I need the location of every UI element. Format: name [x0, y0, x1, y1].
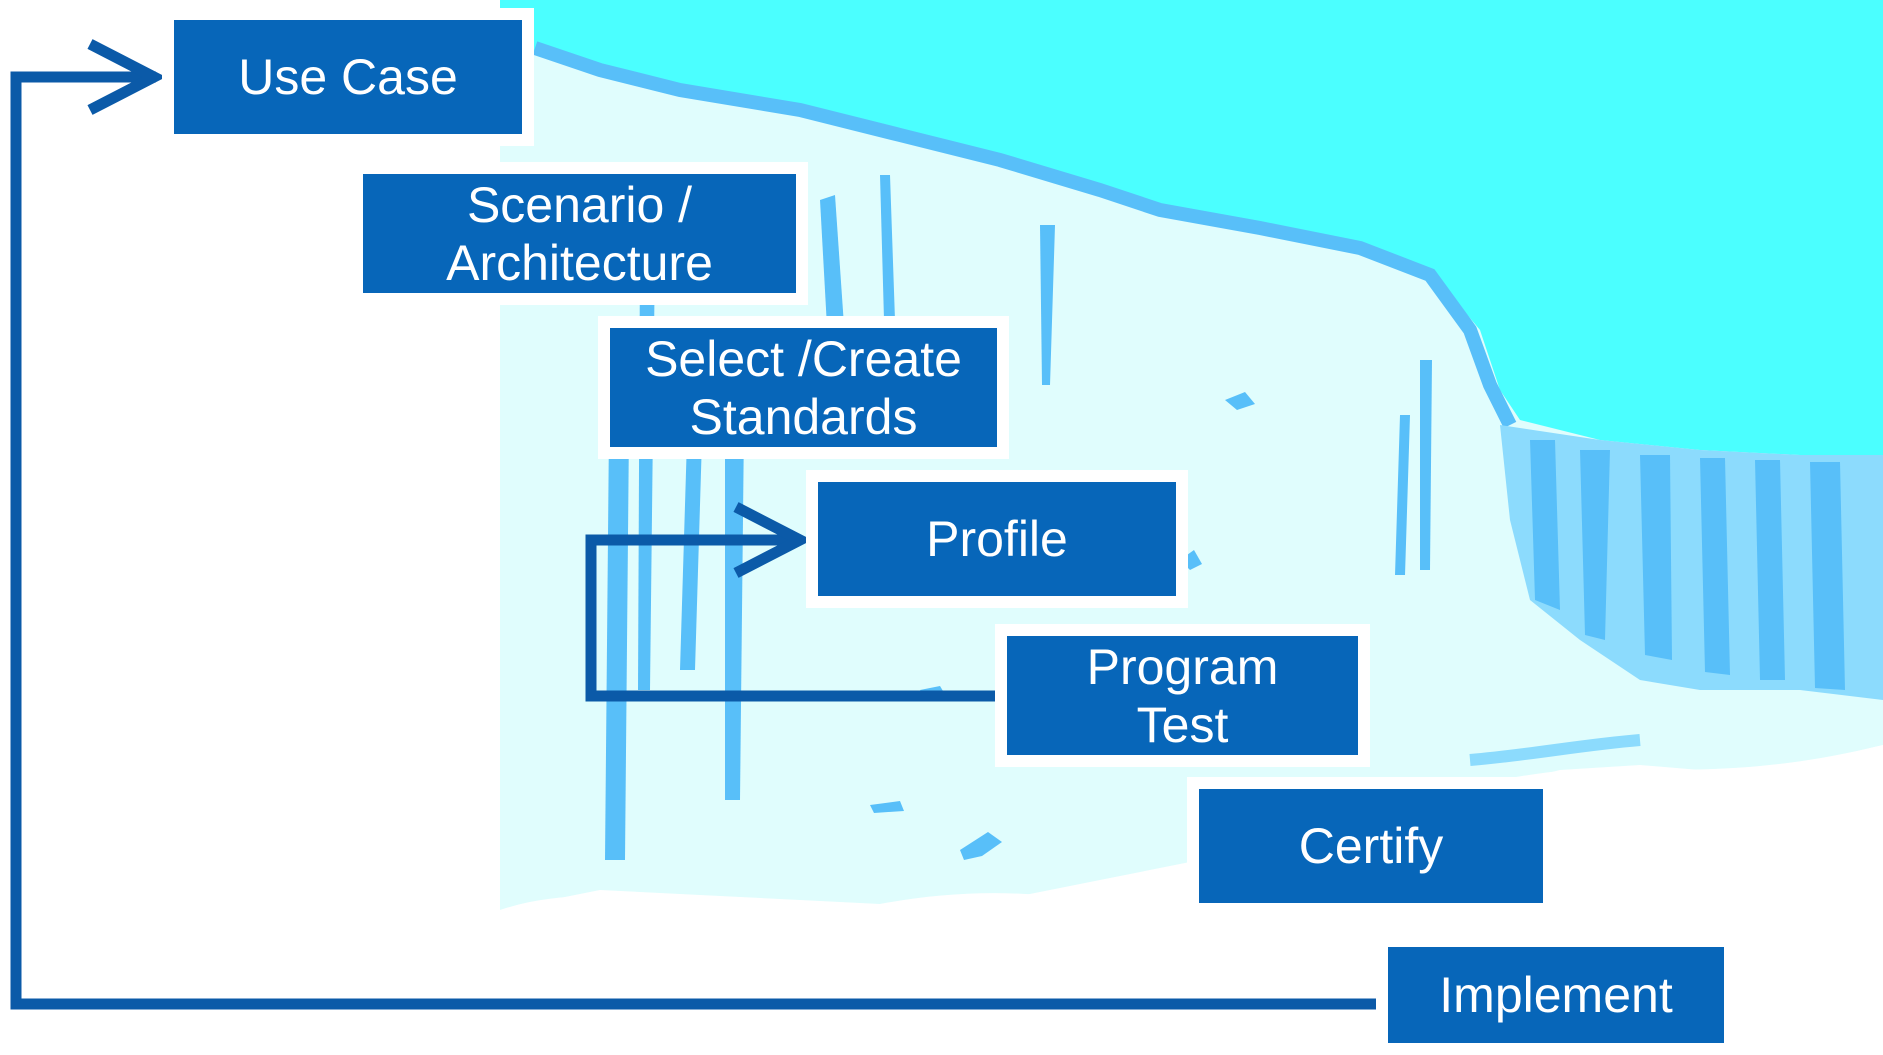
step-select-create-standards-label: Select /Create Standards — [645, 330, 962, 445]
step-profile[interactable]: Profile — [806, 470, 1188, 608]
step-program-test[interactable]: Program Test — [995, 624, 1370, 767]
step-select-create-standards[interactable]: Select /Create Standards — [598, 316, 1009, 459]
step-scenario-architecture-label: Scenario / Architecture — [446, 176, 713, 291]
step-program-test-label: Program Test — [1086, 638, 1279, 753]
step-use-case-label: Use Case — [238, 49, 458, 105]
step-use-case[interactable]: Use Case — [162, 8, 534, 146]
step-scenario-architecture[interactable]: Scenario / Architecture — [351, 162, 808, 305]
cliff-rim — [532, 41, 1517, 429]
step-profile-label: Profile — [926, 511, 1068, 567]
step-certify[interactable]: Certify — [1187, 777, 1555, 915]
inner-loop-arrow-icon — [585, 502, 1000, 702]
outer-loop-arrow-icon — [10, 39, 1378, 1010]
far-waterfall-streaks — [1530, 440, 1845, 690]
step-implement[interactable]: Implement — [1376, 935, 1736, 1055]
step-implement-label: Implement — [1439, 967, 1673, 1023]
mist-ripple — [1469, 734, 1641, 766]
step-certify-label: Certify — [1298, 818, 1444, 874]
